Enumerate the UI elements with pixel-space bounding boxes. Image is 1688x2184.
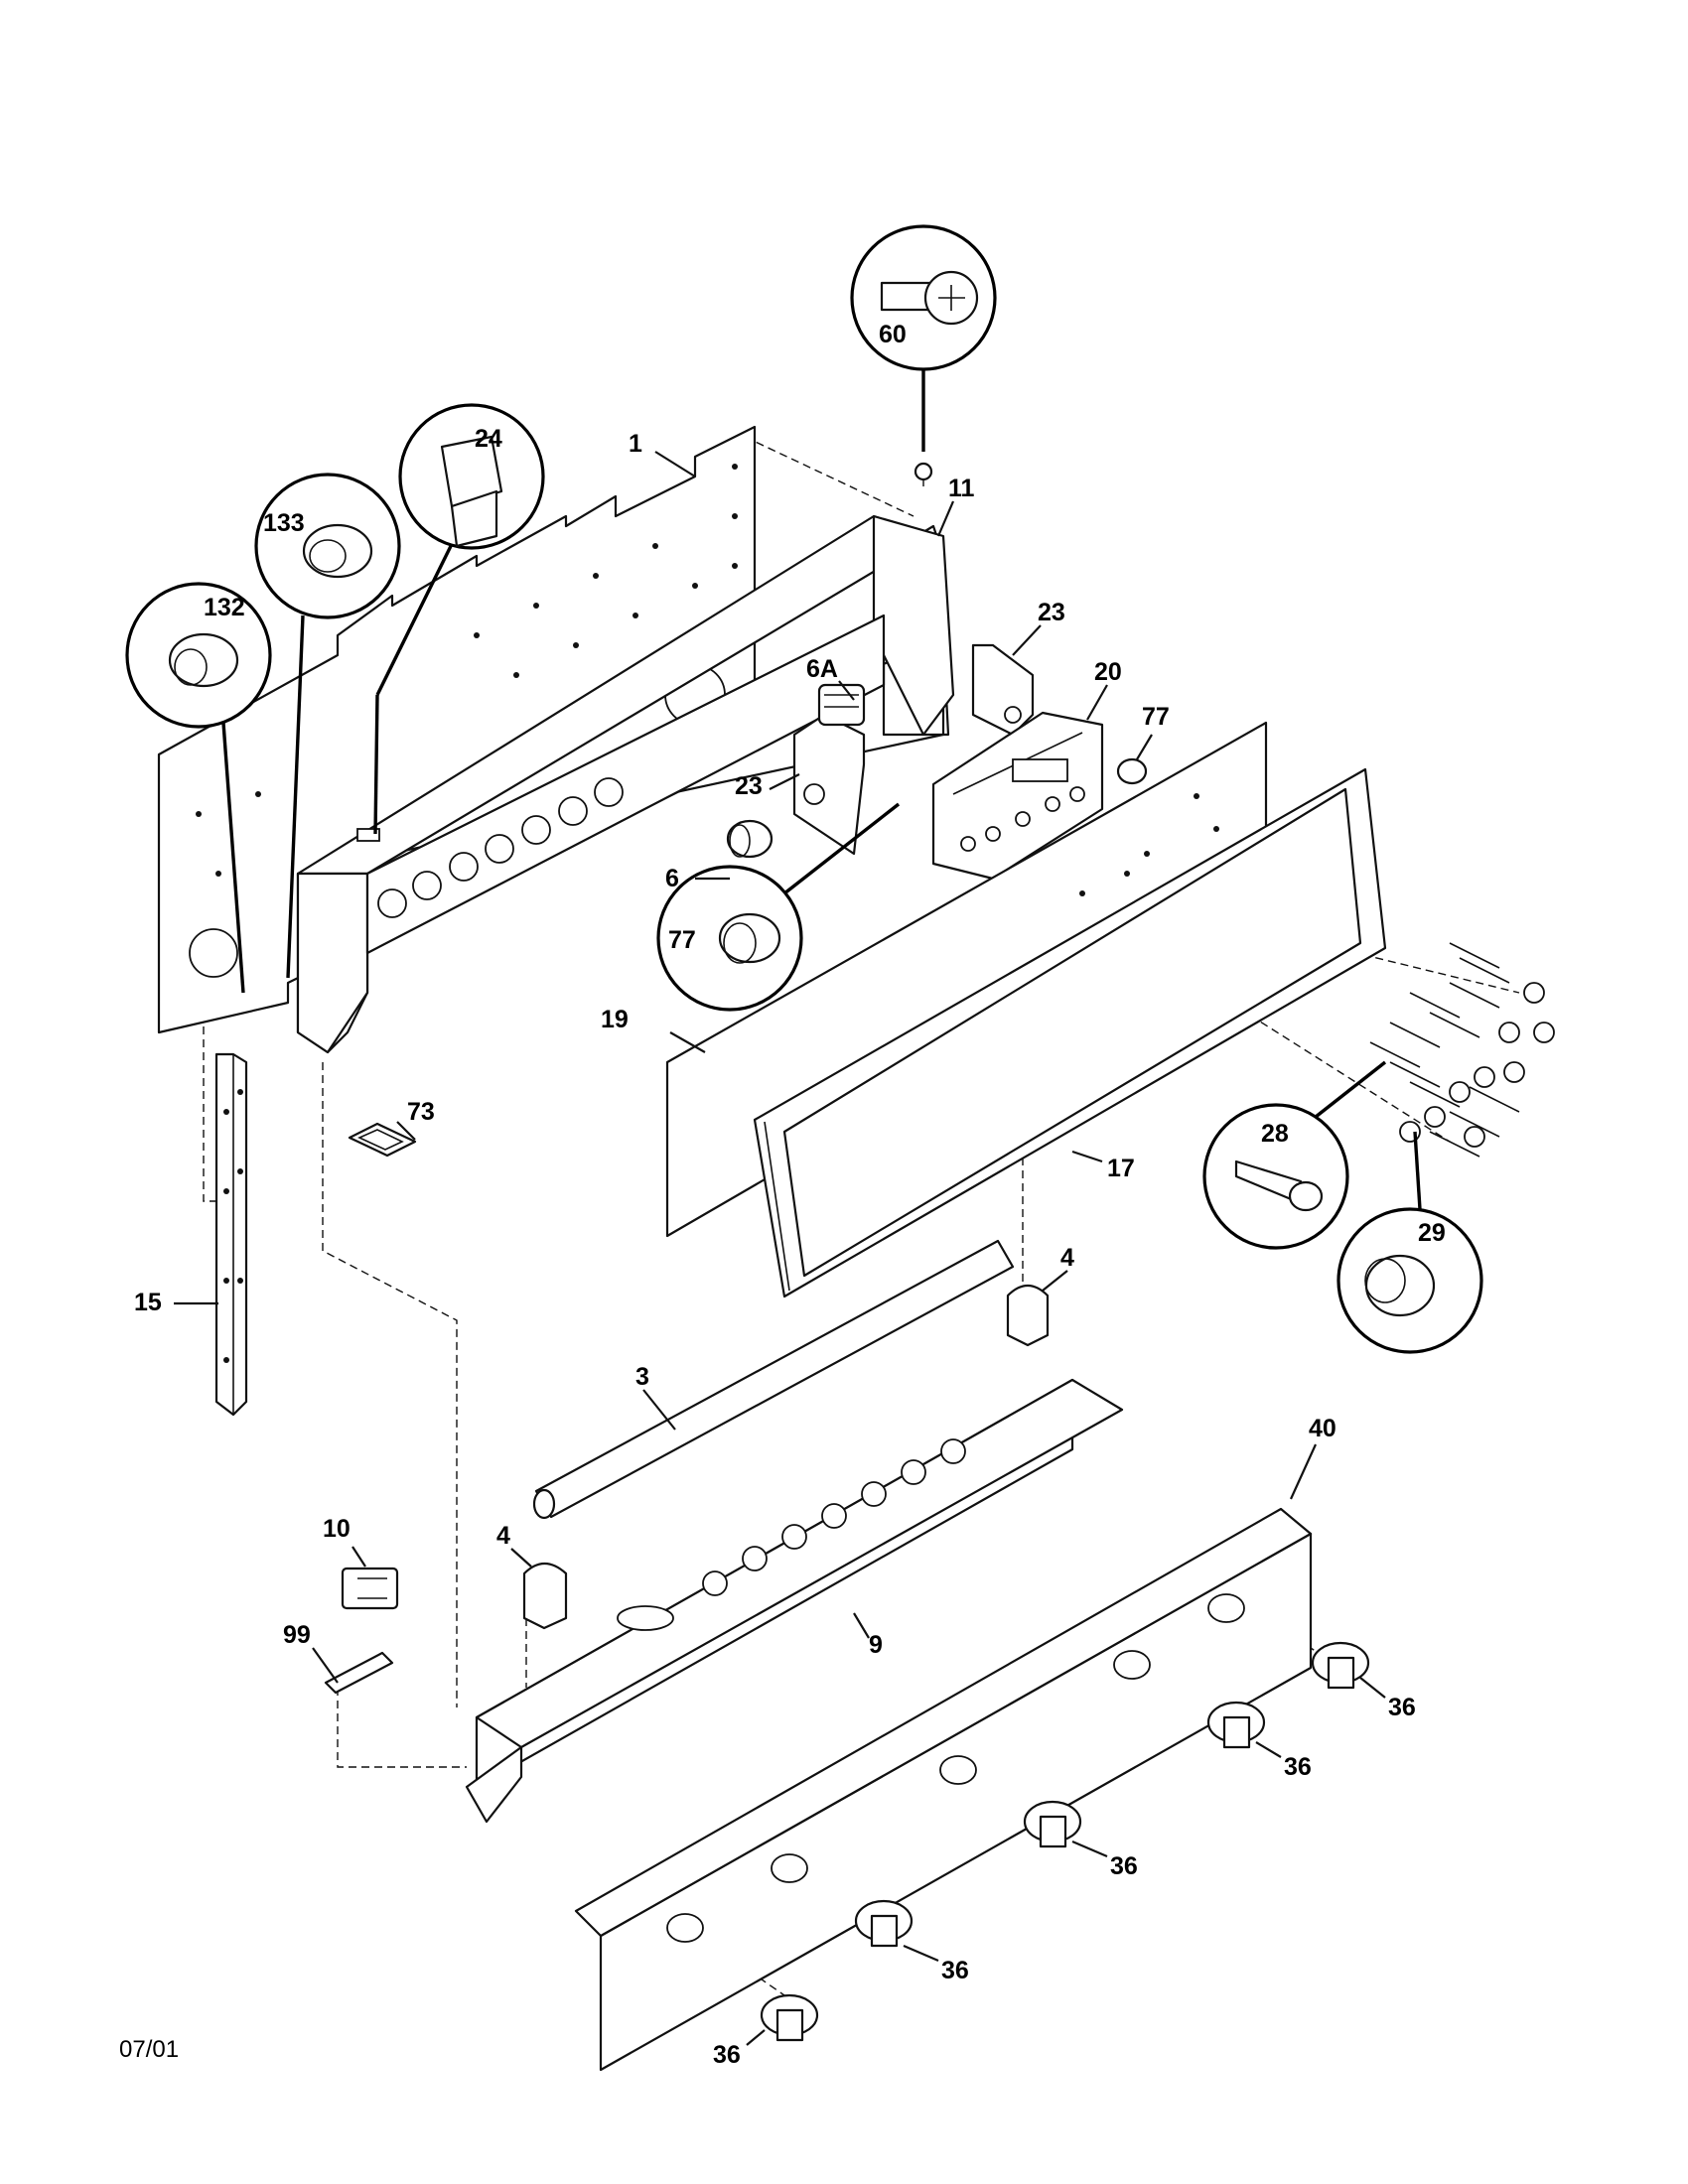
callout-133: [254, 473, 401, 979]
electronic-control-board: [931, 711, 1104, 881]
knob-6: [726, 819, 774, 859]
lamp-channel: [465, 1378, 1124, 1824]
bracket-99: [324, 1651, 394, 1695]
label-part-99: 99: [283, 1621, 311, 1649]
label-part-3: 3: [635, 1363, 649, 1391]
fluorescent-lamp: [532, 1239, 1015, 1520]
control-knob-4: [1206, 1701, 1266, 1749]
knob-77-small: [1116, 757, 1148, 785]
control-knob-2: [854, 1899, 914, 1948]
callout-29: [1336, 1131, 1483, 1354]
panel-trim-frame: [753, 767, 1387, 1298]
label-part-36-c: 36: [1110, 1852, 1138, 1880]
label-part-40: 40: [1309, 1415, 1336, 1442]
control-knob-5: [1311, 1641, 1370, 1690]
date-code: 07/01: [119, 2036, 179, 2063]
label-part-4-lower: 4: [496, 1522, 510, 1550]
label-part-10: 10: [323, 1515, 351, 1543]
label-part-29: 29: [1418, 1219, 1446, 1247]
label-part-132: 132: [204, 594, 245, 621]
callout-60: [850, 224, 997, 481]
screw-and-cap-group: [1369, 942, 1555, 1158]
label-part-36-a: 36: [1388, 1694, 1416, 1721]
mounting-bracket-right: [971, 643, 1035, 737]
lamp-holder-lower: [522, 1562, 568, 1630]
clip-73: [348, 1122, 417, 1158]
lamp-holder-upper: [1006, 1284, 1050, 1347]
label-part-23-right: 23: [1038, 599, 1065, 626]
label-part-60: 60: [879, 321, 907, 348]
control-knob-panel: [574, 1507, 1313, 2072]
label-part-4-upper: 4: [1060, 1244, 1074, 1272]
label-part-36-d: 36: [941, 1957, 969, 1984]
label-part-133: 133: [263, 509, 305, 537]
label-part-77-small: 77: [1142, 703, 1170, 731]
label-part-19: 19: [601, 1006, 629, 1033]
leader-lines: [174, 451, 1386, 2046]
label-part-17: 17: [1107, 1155, 1135, 1182]
label-part-24: 24: [475, 425, 502, 453]
side-bracket: [214, 1052, 248, 1417]
label-part-9: 9: [869, 1631, 883, 1659]
label-part-77-large: 77: [668, 926, 696, 954]
control-knob-1: [760, 1993, 819, 2042]
label-part-28: 28: [1261, 1120, 1289, 1148]
push-button-6a: [817, 683, 866, 727]
label-part-36-e: 36: [713, 2041, 741, 2069]
label-part-36-b: 36: [1284, 1753, 1312, 1781]
callout-28: [1202, 1060, 1387, 1250]
label-part-11: 11: [948, 475, 975, 502]
part-labels: 1 11 23 20 6A 23 6 77 60 24 133 132 77 1…: [134, 321, 1446, 2069]
control-panel-frame: [296, 514, 955, 1054]
callout-77-large: [656, 802, 901, 1012]
callout-24: [373, 403, 545, 835]
control-knob-3: [1023, 1800, 1082, 1848]
label-part-20: 20: [1094, 658, 1122, 686]
label-part-6: 6: [665, 865, 679, 892]
mounting-bracket-left: [792, 713, 866, 856]
ballast-10: [341, 1567, 399, 1610]
label-part-15: 15: [134, 1289, 162, 1316]
label-part-73: 73: [407, 1098, 435, 1126]
label-part-1: 1: [629, 430, 642, 458]
label-part-23-left: 23: [735, 772, 763, 800]
callout-132: [125, 582, 272, 994]
label-part-6a: 6A: [806, 655, 838, 683]
